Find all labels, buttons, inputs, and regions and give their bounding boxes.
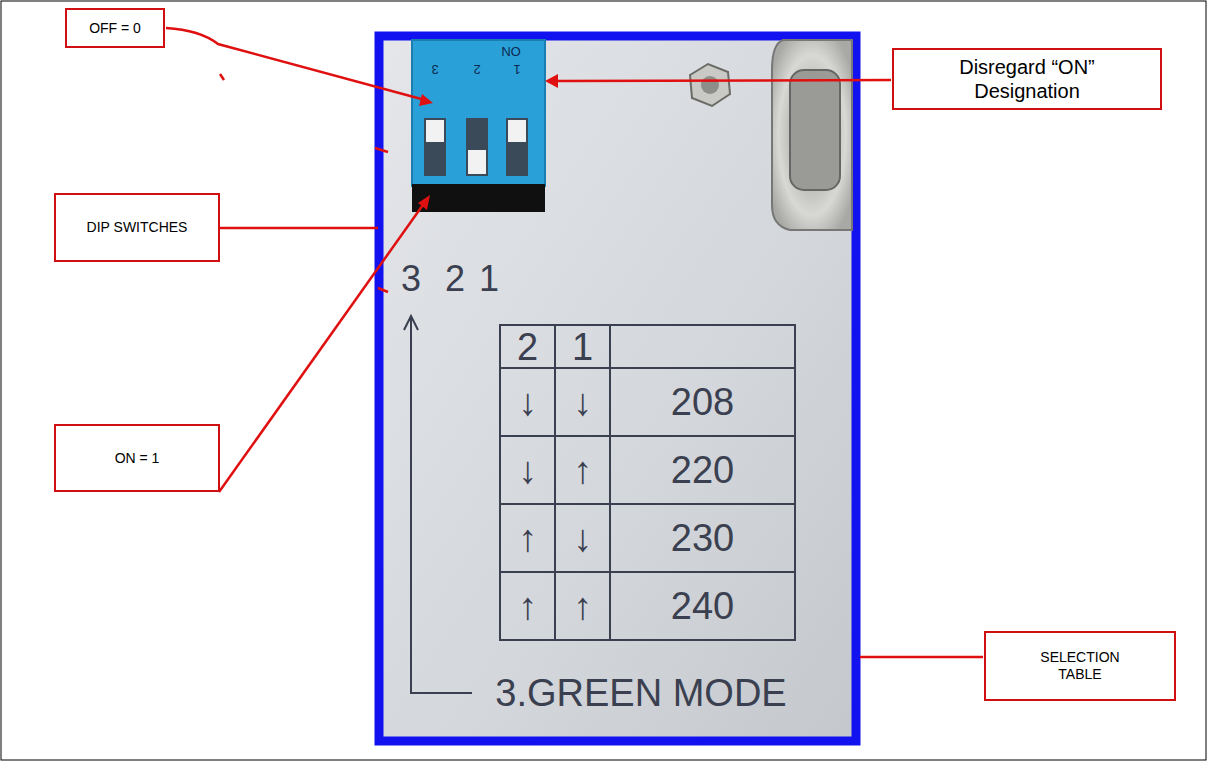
table-cell: ↓	[555, 368, 610, 436]
table-cell: ↑	[555, 436, 610, 504]
callout-text: DIP SWITCHES	[87, 219, 188, 236]
table-cell: 240	[610, 572, 795, 640]
switch-number: 3	[396, 256, 426, 302]
table-cell: ↓	[555, 504, 610, 572]
switch-number: 2	[440, 256, 470, 302]
callout-text: OFF = 0	[89, 20, 141, 37]
table-cell: ↑	[500, 504, 555, 572]
table-cell: 208	[610, 368, 795, 436]
switch-marking: 1	[508, 62, 526, 78]
table-cell: 220	[610, 436, 795, 504]
switch-marking: 2	[468, 62, 486, 78]
callout-box: Disregard “ON” Designation	[892, 48, 1162, 110]
callout-box: OFF = 0	[65, 8, 165, 48]
switch-number: 1	[474, 256, 504, 302]
table-cell: ↑	[500, 572, 555, 640]
callout-box: ON = 1	[54, 424, 220, 492]
table-cell: 230	[610, 504, 795, 572]
mode-label: 3.GREEN MODE	[476, 668, 806, 718]
callout-box: DIP SWITCHES	[54, 193, 220, 262]
table-cell: 1	[555, 325, 610, 368]
table-cell: ↓	[500, 436, 555, 504]
callout-text: Disregard “ON” Designation	[927, 55, 1127, 103]
switch-marking: ON	[494, 44, 528, 60]
table-cell: ↑	[555, 572, 610, 640]
table-cell: ↓	[500, 368, 555, 436]
callout-text: SELECTION TABLE	[1025, 649, 1135, 683]
table-cell: 2	[500, 325, 555, 368]
callout-text: ON = 1	[115, 450, 160, 467]
switch-marking: 3	[426, 62, 444, 78]
callout-box: SELECTION TABLE	[984, 631, 1176, 701]
